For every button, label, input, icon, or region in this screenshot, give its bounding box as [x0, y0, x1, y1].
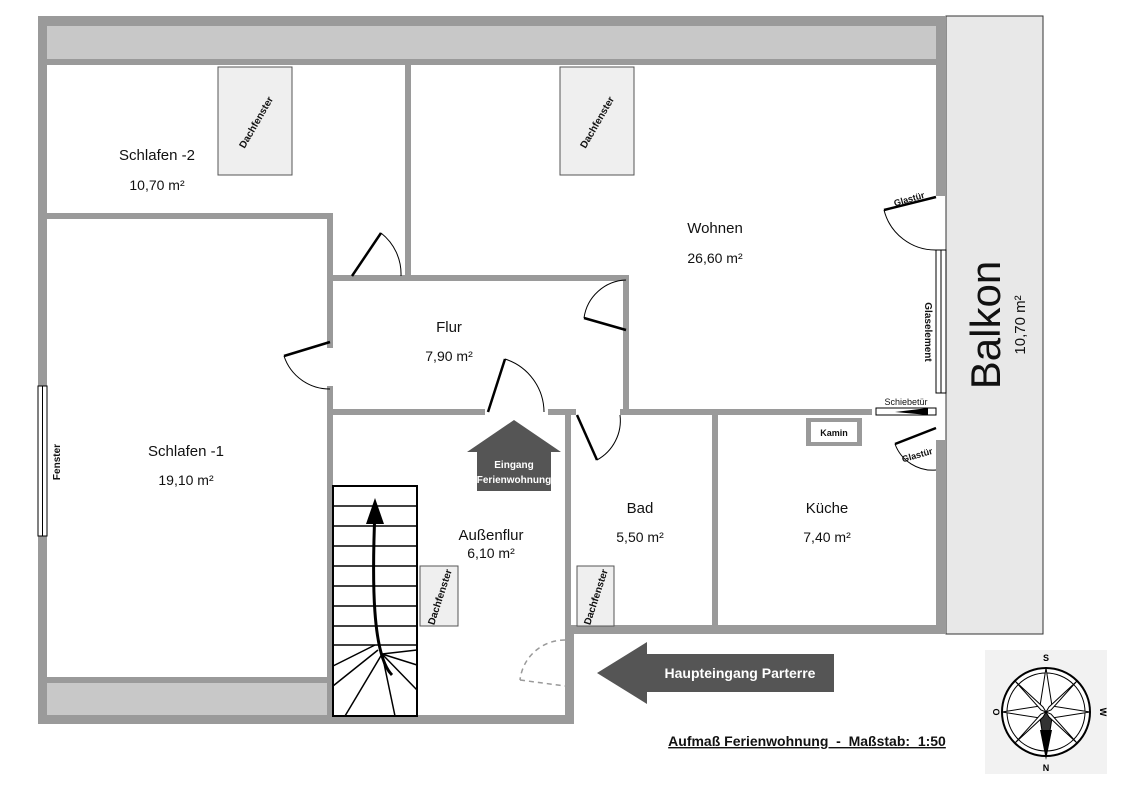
glass-door-label-kueche: Glastür: [901, 446, 935, 464]
staircase: [332, 485, 418, 717]
roof-strip-bottom: [46, 682, 329, 715]
room-area-flur: 7,90 m²: [425, 348, 473, 364]
balcony-area: [945, 15, 1044, 635]
compass-north: N: [1043, 763, 1050, 773]
room-name-flur: Flur: [436, 319, 462, 336]
room-area-schlafen1: 19,10 m²: [158, 472, 214, 488]
balcony-name: Balkon: [962, 261, 1009, 389]
room-area-aussenflur: 6,10 m²: [467, 545, 515, 561]
glass-element-label: Glaselement: [922, 302, 933, 362]
roof-window-bad: Dachfenster: [576, 565, 615, 627]
glass-element: Glaselement: [922, 249, 947, 394]
room-name-wohnen: Wohnen: [687, 220, 743, 237]
window-label: Fenster: [52, 444, 63, 480]
entrance-label-line2: Ferienwohnung: [477, 475, 551, 486]
glass-door-label-wohnen: Glastür: [893, 190, 927, 208]
fireplace-label: Kamin: [820, 428, 848, 438]
roof-window-schlafen2: Dachfenster: [217, 66, 293, 176]
sliding-door-label: Schiebetür: [884, 397, 927, 407]
fireplace: Kamin: [806, 418, 862, 446]
roof-window-wohnen: Dachfenster: [559, 66, 635, 176]
roof-window-aussenflur: Dachfenster: [419, 565, 459, 627]
plan-caption: Aufmaß Ferienwohnung - Maßstab: 1:50: [668, 733, 946, 749]
main-entrance-label: Haupteingang Parterre: [665, 665, 816, 681]
room-name-schlafen2: Schlafen -2: [119, 147, 195, 164]
room-area-bad: 5,50 m²: [616, 529, 664, 545]
room-area-schlafen2: 10,70 m²: [129, 177, 185, 193]
compass-east-label: W: [1098, 708, 1108, 717]
room-area-wohnen: 26,60 m²: [687, 250, 743, 266]
room-name-schlafen1: Schlafen -1: [148, 443, 224, 460]
doors: [283, 195, 937, 687]
walls: [38, 16, 946, 724]
sliding-door: Schiebetür: [875, 397, 937, 416]
room-name-kueche: Küche: [806, 500, 849, 517]
entrance-arrow: Eingang Ferienwohnung: [467, 420, 561, 491]
room-name-aussenflur: Außenflur: [458, 527, 523, 544]
roof-strip-top: [46, 26, 936, 59]
compass-south: S: [1043, 653, 1049, 663]
window-fenster: Fenster: [37, 385, 63, 537]
main-entrance-arrow: Haupteingang Parterre: [597, 642, 834, 704]
compass-rose: S N O W: [985, 650, 1108, 774]
entrance-label-line1: Eingang: [494, 460, 533, 471]
compass-west-label: O: [991, 708, 1001, 715]
room-name-bad: Bad: [627, 500, 654, 517]
balcony-area-label: 10,70 m²: [1012, 295, 1029, 354]
room-area-kueche: 7,40 m²: [803, 529, 851, 545]
